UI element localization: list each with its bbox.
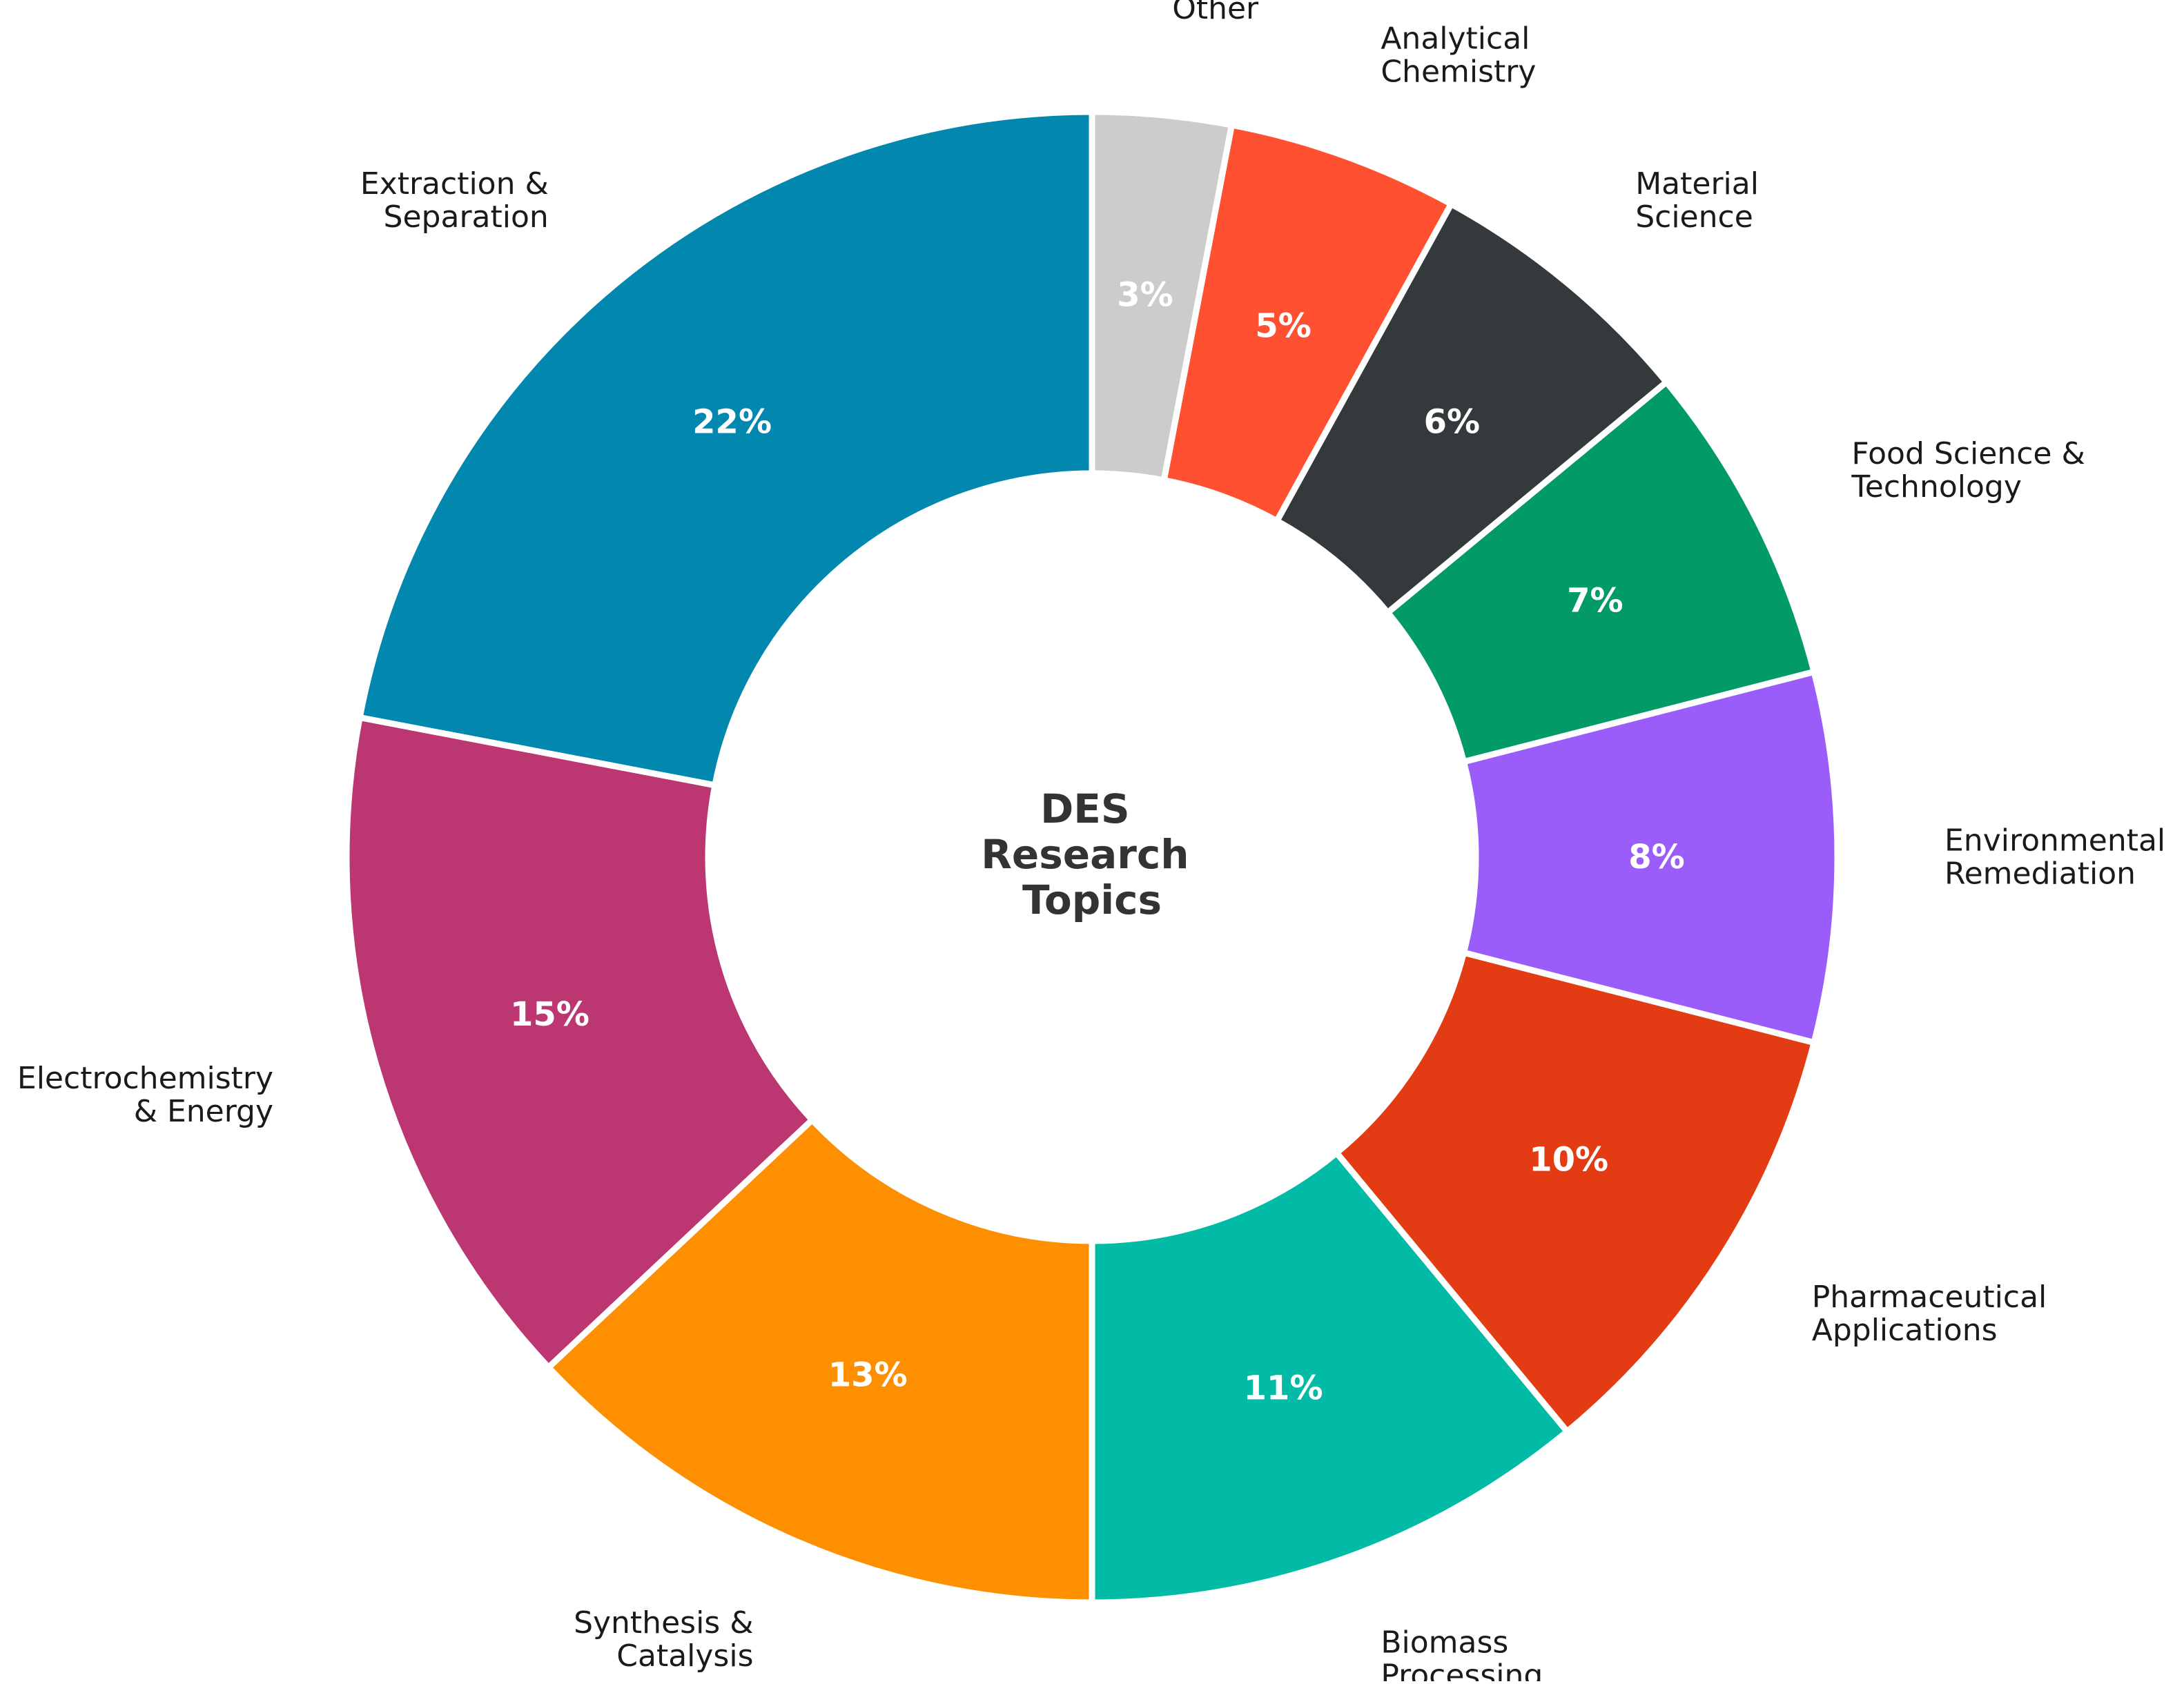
percent-label-synthesis-and-catalysis: 13% [828,1356,908,1395]
slice-biomass-processing [1089,1148,1572,1606]
category-label-line: Applications [1812,1313,1998,1348]
slice-electrochemistry-and-energy [343,714,817,1372]
category-label-line: Pharmaceutical [1812,1280,2047,1315]
percent-labels-layer: 22% 15% 13% 11% 10% 8% 7% 6% 5% 3% [510,276,1685,1408]
center-title-line-2: Research [981,831,1189,878]
percent-label-pharmaceutical-applications: 10% [1529,1140,1608,1179]
category-label-line: Environmental [1944,823,2165,859]
category-label-line: Electrochemistry [17,1061,273,1096]
slice-synthesis-and-catalysis [544,1115,1095,1606]
category-label-line: & Energy [134,1094,273,1129]
center-title: DES Research Topics [981,785,1202,923]
category-label-line: Science [1635,199,1753,235]
category-label-electrochemistry-and-energy: Electrochemistry& Energy [17,1061,273,1129]
slice-pharmaceutical-applications [1332,948,1818,1436]
category-label-line: Other [1172,0,1259,26]
percent-label-extraction-and-separation: 22% [692,403,772,442]
center-title-line-1: DES [1040,785,1130,832]
category-label-other: Other [1172,0,1259,26]
percent-label-electrochemistry-and-energy: 15% [510,995,589,1034]
percent-label-material-science: 6% [1424,403,1481,442]
category-label-line: Biomass [1381,1625,1508,1660]
category-label-line: Material [1635,166,1759,202]
percent-label-biomass-processing: 11% [1244,1369,1323,1408]
category-label-line: Processing [1381,1658,1543,1681]
percent-label-other: 3% [1117,276,1173,315]
category-labels-layer: Extraction &SeparationElectrochemistry& … [17,0,2165,1684]
category-label-line: Catalysis [616,1638,753,1674]
slice-environmental-remediation [1460,667,1841,1047]
category-label-line: Synthesis & [574,1605,753,1641]
category-label-food-science-and-technology: Food Science &Technology [1851,436,2085,505]
category-label-line: Remediation [1944,856,2136,892]
category-label-line: Food Science & [1851,436,2085,471]
percent-label-environmental-remediation: 8% [1628,838,1685,877]
center-title-line-3: Topics [1022,877,1162,923]
percent-label-food-science-and-technology: 7% [1567,582,1624,620]
category-label-line: Analytical [1381,21,1530,57]
slice-extraction-and-separation [355,108,1095,790]
slices-layer [343,108,1841,1606]
category-label-line: Extraction & [360,166,549,202]
slice-food-science-and-technology [1383,378,1818,766]
category-label-extraction-and-separation: Extraction &Separation [360,166,549,235]
category-label-synthesis-and-catalysis: Synthesis &Catalysis [574,1605,753,1674]
category-label-line: Technology [1851,469,2021,505]
percent-label-analytical-chemistry: 5% [1255,306,1312,345]
slice-other [1089,108,1236,484]
category-label-line: Chemistry [1381,55,1536,90]
category-label-line: Separation [384,199,549,235]
